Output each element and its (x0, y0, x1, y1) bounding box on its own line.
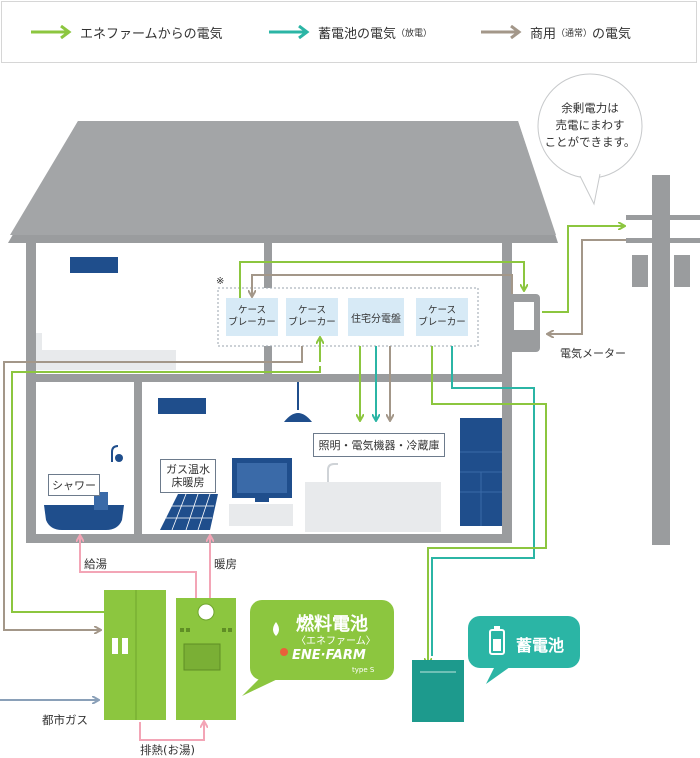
fuel-cell-unit (104, 590, 236, 720)
pendant-lamp-icon (284, 382, 312, 422)
sell-surplus-text: 余剰電力は 売電にまわす ことができます。 (544, 101, 636, 149)
fuel-cell-title: 燃料電池 (296, 614, 368, 635)
enefarm-logo-sub: type S (352, 666, 375, 674)
legend: エネファームからの電気 蓄電池の電気（放電） 商用（通常）の電気 (1, 1, 697, 63)
sell-surplus-bubble (537, 73, 643, 206)
battery-unit (412, 660, 464, 722)
legend-item-grid: 商用（通常）の電気 (480, 21, 631, 43)
case-breaker-1: ケース ブレーカー (226, 298, 278, 336)
battery-callout (468, 616, 580, 684)
electric-meter-icon (508, 294, 540, 352)
utility-pole (626, 175, 700, 545)
heat-lines (80, 536, 210, 741)
floor-heating-icon (160, 493, 218, 531)
air-conditioner-icon (70, 257, 118, 273)
legend-label: 蓄電池の電気 (318, 26, 397, 42)
battery-callout-label: 蓄電池 (516, 636, 565, 655)
legend-suffix: （放電） (396, 28, 433, 39)
teal-arrow-icon (269, 25, 310, 39)
legend-item-battery: 蓄電池の電気（放電） (268, 21, 432, 43)
legend-label: エネファームからの電気 (80, 26, 223, 42)
tv-icon (229, 458, 293, 526)
legend-suffix: （通常） (556, 28, 593, 39)
legend-label-end: の電気 (592, 26, 632, 42)
roof (8, 121, 558, 243)
legend-label: 商用 (530, 26, 557, 42)
battery-power-lines (376, 346, 535, 656)
appliances-label: 照明・電気機器・冷蔵庫 (313, 433, 445, 457)
exhaust-heat-label: 排熱(お湯) (140, 743, 195, 757)
note-mark: ※ (216, 276, 225, 287)
city-gas-label: 都市ガス (42, 713, 88, 727)
enefarm-logo: ENE·FARM (292, 648, 366, 663)
bathtub-icon (44, 445, 124, 530)
case-breaker-3: ケース ブレーカー (416, 298, 468, 336)
legend-item-enefarm: エネファームからの電気 (30, 21, 223, 43)
green-arrow-icon (31, 25, 72, 39)
floor-heating-label: ガス温水 床暖房 (160, 459, 216, 493)
fuel-cell-subtitle: 〈エネファーム〉 (296, 636, 376, 647)
case-breaker-2: ケース ブレーカー (286, 298, 338, 336)
meter-label: 電気メーター (560, 347, 626, 360)
kitchen-counter (305, 463, 441, 532)
air-conditioner-icon (158, 398, 206, 414)
main-distribution-panel: 住宅分電盤 (348, 298, 404, 336)
fuel-cell-callout (242, 600, 394, 696)
heating-label: 暖房 (214, 557, 237, 571)
brown-arrow-icon (481, 25, 522, 39)
refrigerator-icon (460, 418, 502, 526)
grid-power-lines (3, 239, 626, 630)
shower-label: シャワー (48, 474, 100, 496)
hot-water-label: 給湯 (84, 557, 107, 571)
